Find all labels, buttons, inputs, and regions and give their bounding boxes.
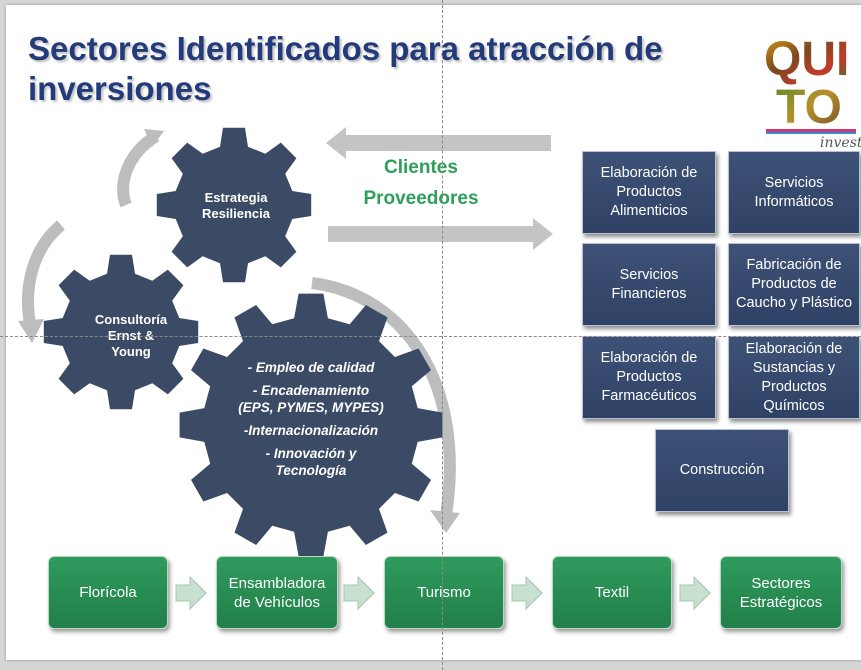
gear-strategy-line1: Estrategia (204, 190, 268, 205)
gear-consulting-line1: Consultoría (94, 312, 168, 327)
process-step-ensambladora: Ensambladora de Vehículos (216, 556, 338, 629)
process-step-textil: Textil (552, 556, 672, 629)
sector-box-quimicos: Elaboración de Sustancias y Productos Qu… (728, 336, 860, 419)
gear-consulting-text: Consultoría Ernst & Young (76, 312, 186, 360)
gear-consulting-icon (43, 254, 199, 410)
cycle-arrow-left (22, 220, 66, 325)
arrow-right-shaft (328, 226, 533, 242)
clientes-label: Clientes (384, 157, 458, 178)
guide-line-horizontal (0, 336, 861, 337)
guide-line-vertical (442, 0, 443, 670)
process-step-turismo: Turismo (384, 556, 504, 629)
objective-line: - Empleo de calidad (247, 360, 375, 375)
gears-diagram (18, 127, 553, 557)
objective-line: - Encadenamiento (252, 383, 370, 398)
process-arrow-icon (679, 575, 711, 611)
slide-title: Sectores Identificados para atracción de… (28, 30, 663, 107)
logo-text-bottom: TO (776, 81, 842, 134)
process-arrow-icon (175, 575, 207, 611)
gear-strategy-text: Estrategia Resiliencia (186, 190, 286, 222)
process-arrow-icon (511, 575, 543, 611)
quito-invest-logo: QUI TO invest (764, 33, 861, 151)
logo-text-top: QUI (764, 33, 849, 86)
sector-box-construccion: Construcción (655, 429, 789, 512)
sector-box-informaticos: Servicios Informáticos (728, 151, 860, 234)
slide: Sectores Identificados para atracción de… (6, 5, 861, 660)
proveedores-label: Proveedores (363, 188, 479, 209)
sector-box-farmaceuticos: Elaboración de Productos Farmacéuticos (582, 336, 716, 419)
gear-consulting-line3: Young (111, 344, 151, 359)
objective-line: Tecnología (275, 463, 347, 478)
gear-strategy-icon (156, 127, 312, 283)
gear-strategy-line2: Resiliencia (202, 206, 270, 221)
arrow-left-head (326, 127, 346, 159)
sector-box-financieros: Servicios Financieros (582, 243, 716, 326)
process-step-sectores-estrategicos: Sectores Estratégicos (720, 556, 842, 629)
gear-objectives-icon (179, 293, 443, 557)
sector-box-alimenticios: Elaboración de Productos Alimenticios (582, 151, 716, 234)
arrow-right-head (533, 218, 553, 250)
logo-tagline: invest (820, 135, 861, 151)
process-step-floricola: Florícola (48, 556, 168, 629)
gear-consulting-line2: Ernst & (107, 328, 155, 343)
objective-line: - Innovación y (265, 446, 357, 461)
objective-line: -Internacionalización (243, 423, 379, 438)
arrow-left-shaft (346, 135, 551, 151)
objective-line: (EPS, PYMES, MYPES) (238, 400, 384, 415)
cycle-arrow-top (117, 130, 160, 208)
sector-box-caucho-plastico: Fabricación de Productos de Caucho y Plá… (728, 243, 860, 326)
process-arrow-icon (343, 575, 375, 611)
gear-objectives-text: - Empleo de calidad - Encadenamiento (EP… (221, 359, 401, 479)
process-arrows (175, 575, 711, 611)
